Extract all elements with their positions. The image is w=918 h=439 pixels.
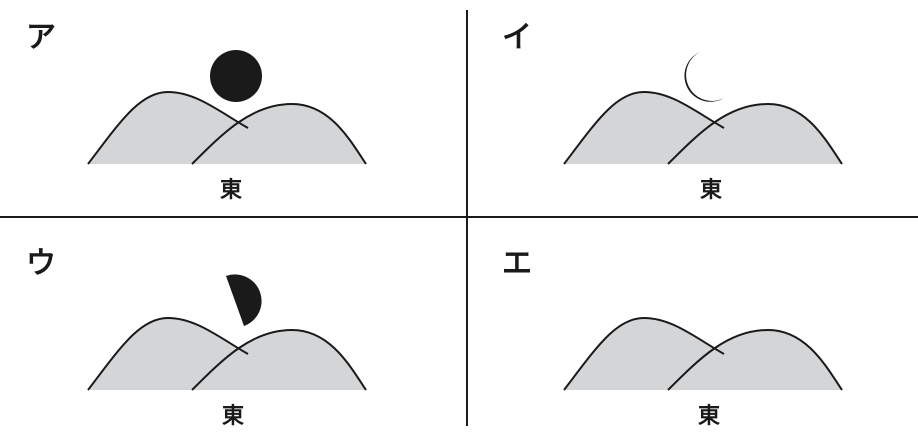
direction-label: 東	[700, 178, 723, 203]
crescent-moon-right	[696, 273, 732, 330]
horizontal-divider	[0, 216, 918, 218]
panel-label: ウ	[26, 246, 56, 281]
mountain-left	[88, 318, 248, 390]
vertical-divider	[466, 10, 468, 426]
mountain-left	[564, 318, 724, 390]
direction-label: 東	[222, 404, 245, 429]
mountain-right	[192, 330, 366, 390]
scene	[563, 52, 843, 165]
mountain-right-outline	[667, 328, 843, 391]
direction-label: 東	[220, 178, 243, 203]
mountain-left	[564, 92, 724, 164]
mountain-left	[88, 92, 248, 164]
scene	[563, 273, 843, 391]
panel-label: イ	[502, 20, 532, 55]
mountain-right-outline	[667, 102, 843, 165]
mountain-left-outline	[563, 316, 725, 391]
figure: ア 東 イ 東 ウ	[0, 0, 918, 429]
full-moon	[210, 50, 262, 102]
half-moon	[226, 274, 262, 326]
mountain-right	[668, 104, 842, 164]
mountains	[87, 316, 367, 391]
mountain-right-outline	[191, 102, 367, 165]
panel-label: ア	[26, 20, 56, 55]
mountains	[87, 90, 367, 165]
mountain-left-outline	[87, 90, 249, 165]
mountain-left-outline	[563, 90, 725, 165]
mountains	[563, 316, 843, 391]
scene	[87, 50, 367, 165]
panel-a: ア 東	[0, 0, 459, 213]
scene	[87, 274, 367, 391]
mountain-right	[668, 330, 842, 390]
mountain-left-outline	[87, 316, 249, 391]
panel-i: イ 東	[476, 0, 918, 213]
mountains	[563, 90, 843, 165]
panel-e: エ 東	[476, 226, 918, 439]
direction-label: 東	[698, 404, 721, 429]
panel-label: エ	[502, 246, 532, 281]
panel-u: ウ 東	[0, 226, 459, 439]
mountain-right	[192, 104, 366, 164]
crescent-moon-left	[684, 52, 724, 102]
mountain-right-outline	[191, 328, 367, 391]
